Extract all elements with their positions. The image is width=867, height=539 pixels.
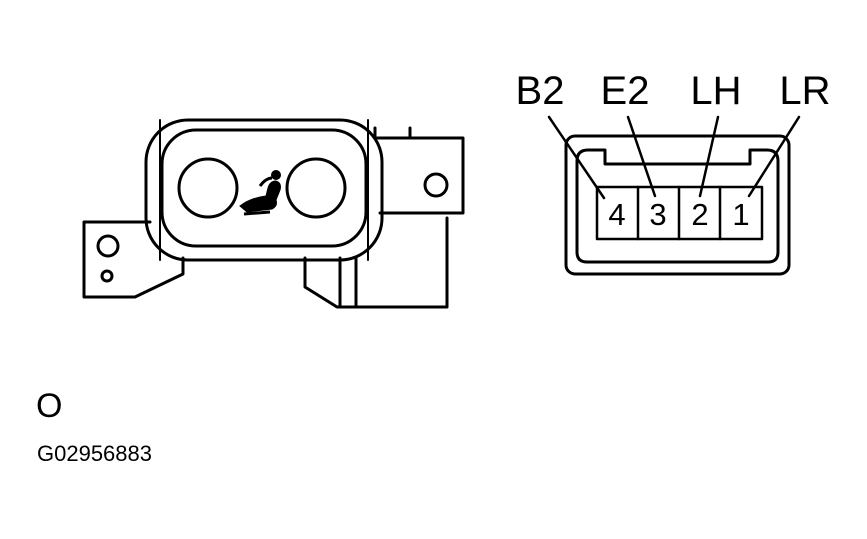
seat-icon xyxy=(239,170,281,216)
pin-number: 2 xyxy=(691,197,708,232)
leader-e2 xyxy=(626,115,657,198)
bracket-hole-small xyxy=(100,269,114,283)
right-bracket-hole xyxy=(423,172,449,198)
pin-number: 4 xyxy=(608,197,625,232)
switch-knob-right xyxy=(285,157,347,219)
terminal-label: B2 xyxy=(516,69,565,113)
bracket-hole-large xyxy=(96,234,120,258)
switch-frame xyxy=(144,118,384,262)
right-bracket xyxy=(373,126,465,215)
leader-b2 xyxy=(547,115,606,200)
seat-switch xyxy=(82,118,465,309)
connector xyxy=(547,115,801,276)
state-label: O xyxy=(36,387,63,425)
pin-number: 1 xyxy=(732,197,749,232)
pin-number: 3 xyxy=(649,197,666,232)
pin-numbers: 4 3 2 1 xyxy=(608,197,749,232)
lower-housing xyxy=(303,216,449,309)
left-bracket xyxy=(82,220,185,299)
terminal-labels: B2 E2 LH LR xyxy=(516,69,831,113)
connector-outer xyxy=(564,134,791,276)
terminal-label: LH xyxy=(690,69,741,113)
terminal-label: LR xyxy=(779,69,830,113)
switch-knob-left xyxy=(177,157,239,219)
leader-lr xyxy=(747,115,801,198)
leader-lh xyxy=(698,115,720,198)
figure-code: G02956883 xyxy=(37,441,152,466)
terminal-label: E2 xyxy=(601,69,650,113)
